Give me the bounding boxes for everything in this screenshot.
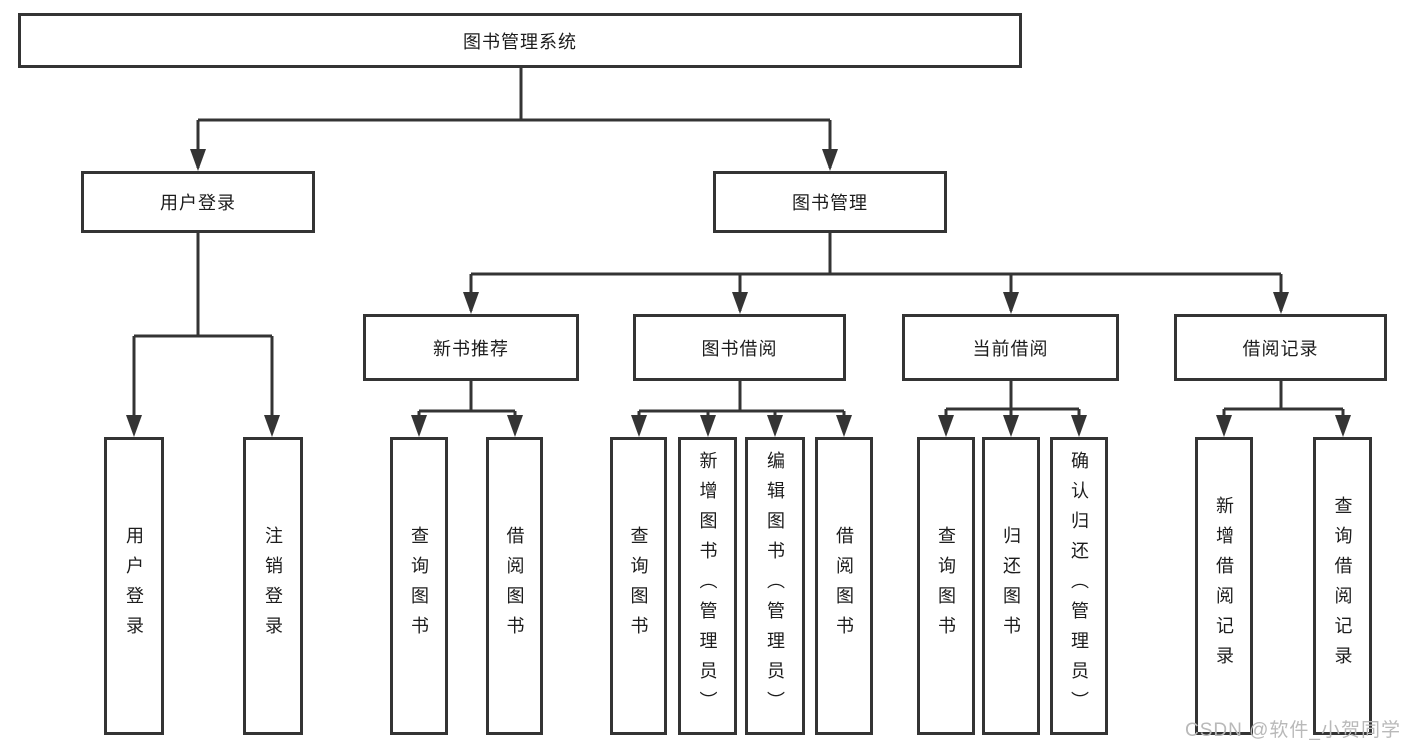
node-label: 确认归还（管理员） (1069, 451, 1089, 721)
csdn-watermark: CSDN @软件_小贺同学 (1185, 720, 1401, 741)
node-leaf-borrow-books-recommend: 借阅图书 (486, 437, 543, 735)
node-leaf-query-books-borrow: 查询图书 (610, 437, 667, 735)
node-label: 新增借阅记录 (1214, 496, 1234, 676)
node-leaf-return-book: 归还图书 (982, 437, 1040, 735)
node-leaf-query-books-recommend: 查询图书 (390, 437, 448, 735)
node-label: 归还图书 (1001, 526, 1021, 646)
node-label: 当前借阅 (972, 338, 1049, 359)
node-label: 用户登录 (160, 193, 236, 213)
node-book-borrow: 图书借阅 (633, 314, 846, 381)
node-leaf-borrow-books: 借阅图书 (815, 437, 873, 735)
node-leaf-query-borrow-record: 查询借阅记录 (1313, 437, 1372, 735)
node-leaf-confirm-return-admin: 确认归还（管理员） (1050, 437, 1108, 735)
node-leaf-edit-book-admin: 编辑图书（管理员） (745, 437, 805, 735)
node-root-system: 图书管理系统 (18, 13, 1022, 68)
node-label: 查询借阅记录 (1332, 496, 1353, 676)
node-label: 借阅记录 (1242, 338, 1319, 359)
node-leaf-add-borrow-record: 新增借阅记录 (1195, 437, 1253, 735)
node-current-borrow: 当前借阅 (902, 314, 1119, 381)
arrowhead-icons (126, 149, 1351, 437)
node-label: 图书借阅 (701, 338, 778, 359)
node-root-label: 图书管理系统 (463, 31, 577, 52)
node-label: 查询图书 (628, 526, 649, 646)
node-borrow-records: 借阅记录 (1174, 314, 1387, 381)
node-label: 新书推荐 (433, 338, 509, 359)
node-label: 借阅图书 (504, 526, 525, 646)
node-label: 注销登录 (263, 526, 283, 646)
node-user-login-branch: 用户登录 (81, 171, 315, 233)
node-leaf-logout-login: 注销登录 (243, 437, 303, 735)
node-leaf-query-books-current: 查询图书 (917, 437, 975, 735)
node-label: 用户登录 (124, 526, 144, 646)
node-book-management-branch: 图书管理 (713, 171, 947, 233)
node-leaf-user-login: 用户登录 (104, 437, 164, 735)
node-label: 查询图书 (936, 526, 956, 646)
node-label: 新增图书（管理员） (697, 451, 718, 721)
node-label: 编辑图书（管理员） (765, 451, 785, 721)
node-label: 查询图书 (409, 526, 429, 646)
node-label: 借阅图书 (834, 526, 854, 646)
node-leaf-add-book-admin: 新增图书（管理员） (678, 437, 737, 735)
node-new-book-recommend: 新书推荐 (363, 314, 579, 381)
node-label: 图书管理 (792, 193, 868, 213)
